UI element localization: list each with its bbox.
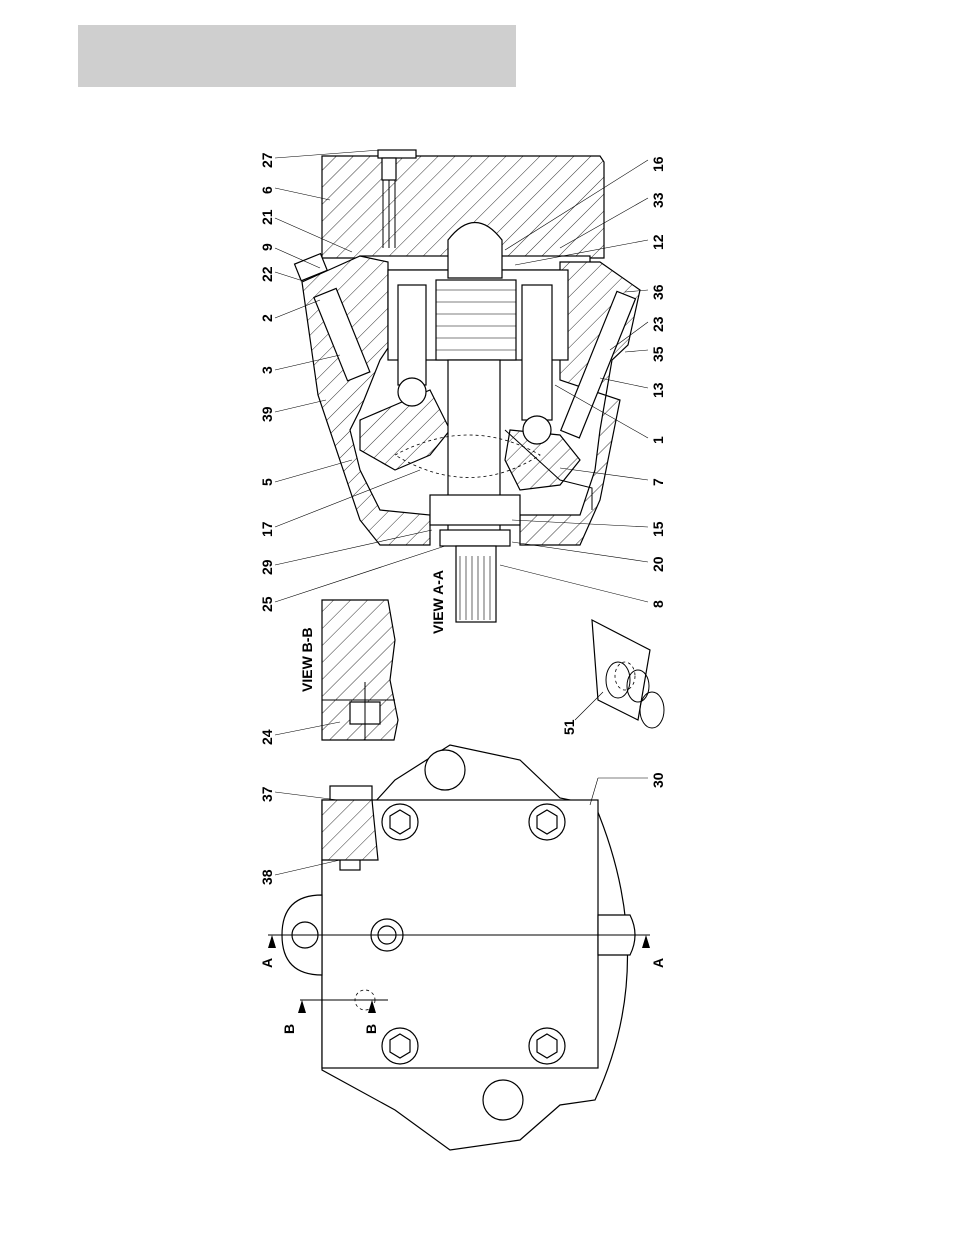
callout-39: 39 xyxy=(259,406,275,422)
bolt-3 xyxy=(382,1028,418,1064)
section-marker-b-right: B xyxy=(363,1024,379,1034)
callout-51: 51 xyxy=(561,719,577,735)
callout-6: 6 xyxy=(259,186,275,194)
callout-37: 37 xyxy=(259,786,275,802)
flange-hole-bottom xyxy=(483,1080,523,1120)
callout-1: 1 xyxy=(650,436,666,444)
view-bb-section xyxy=(322,600,398,740)
callout-9: 9 xyxy=(259,243,275,251)
piston-shoe-right xyxy=(523,416,551,444)
arrow-a-left xyxy=(268,935,276,948)
callout-15: 15 xyxy=(650,521,666,537)
callout-12: 12 xyxy=(650,234,666,250)
callout-16: 16 xyxy=(650,156,666,172)
exterior-view xyxy=(268,745,650,1150)
section-marker-a-right: A xyxy=(650,958,666,968)
bolt-4 xyxy=(529,1028,565,1064)
view-aa-label: VIEW A-A xyxy=(430,570,446,634)
callout-33: 33 xyxy=(650,192,666,208)
flange-hole-top xyxy=(425,750,465,790)
drive-shaft-head xyxy=(448,223,502,279)
callout-30: 30 xyxy=(650,772,666,788)
seal-kit-bag xyxy=(592,620,650,720)
callout-7: 7 xyxy=(650,478,666,486)
callout-29: 29 xyxy=(259,559,275,575)
arrow-b-left xyxy=(298,1000,306,1013)
callout-24: 24 xyxy=(259,729,275,745)
callout-13: 13 xyxy=(650,382,666,398)
seal-ring-4 xyxy=(640,692,664,728)
section-marker-a-left: A xyxy=(259,958,275,968)
section-marker-b-left: B xyxy=(281,1024,297,1034)
callout-3: 3 xyxy=(259,366,275,374)
piston-left xyxy=(398,285,426,385)
view-aa-section xyxy=(295,150,640,622)
callout-2: 2 xyxy=(259,314,275,322)
center-spring xyxy=(436,280,516,360)
callout-35: 35 xyxy=(650,346,666,362)
seal-kit xyxy=(592,620,664,728)
callout-17: 17 xyxy=(259,521,275,537)
bolt-2 xyxy=(529,804,565,840)
callout-25: 25 xyxy=(259,596,275,612)
fitting-housing xyxy=(322,800,378,860)
callout-38: 38 xyxy=(259,869,275,885)
callout-27: 27 xyxy=(259,152,275,168)
callout-20: 20 xyxy=(650,556,666,572)
port-plug xyxy=(382,158,396,180)
bearing-front xyxy=(430,495,520,525)
bolt-1 xyxy=(382,804,418,840)
callout-5: 5 xyxy=(259,478,275,486)
callout-23: 23 xyxy=(650,316,666,332)
port-fitting xyxy=(378,150,416,158)
callout-21: 21 xyxy=(259,209,275,225)
shaft-seal xyxy=(440,530,510,546)
callout-8: 8 xyxy=(650,600,666,608)
view-bb-label: VIEW B-B xyxy=(299,627,315,692)
piston-right xyxy=(522,285,552,420)
arrow-a-right xyxy=(642,935,650,948)
callout-36: 36 xyxy=(650,284,666,300)
callout-labels-left: 27 6 21 9 22 2 3 39 5 17 29 25 24 37 38 xyxy=(259,152,275,885)
piston-shoe-left xyxy=(398,378,426,406)
callout-22: 22 xyxy=(259,266,275,282)
